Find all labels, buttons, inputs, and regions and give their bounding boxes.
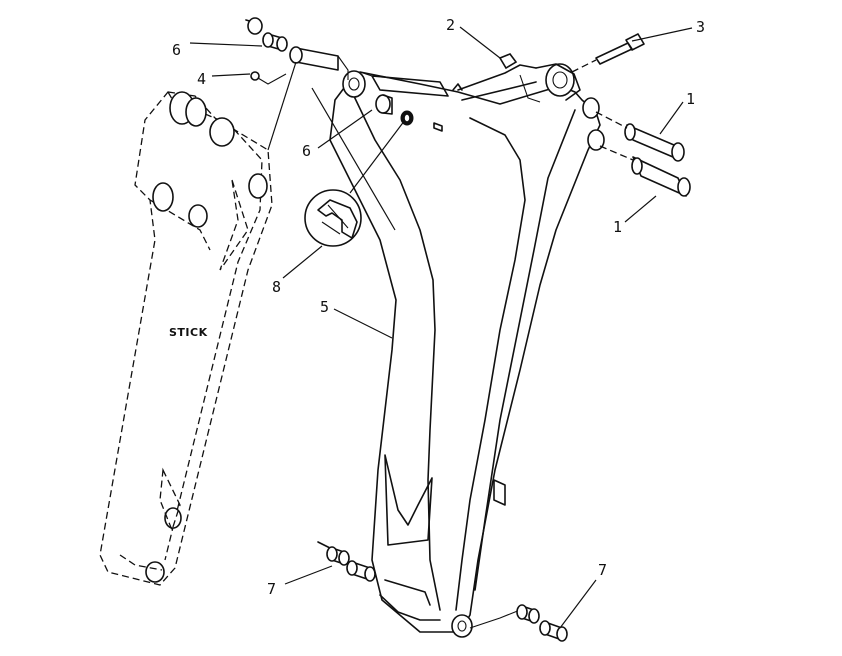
bushing-7-right	[469, 604, 568, 642]
stick-assembly	[99, 91, 273, 586]
callout-1-upper: 1	[686, 90, 695, 108]
bushing-7-left	[317, 541, 376, 582]
leader-lines	[189, 26, 693, 629]
callout-7-left: 7	[267, 580, 276, 598]
callout-3: 3	[696, 18, 705, 36]
callout-2: 2	[446, 16, 455, 34]
top-link	[457, 64, 541, 103]
pin-1-lower	[631, 156, 691, 197]
stick-label: STICK	[169, 326, 208, 339]
detail-view-8	[304, 119, 406, 247]
callout-6-center: 6	[302, 142, 311, 160]
callout-5: 5	[320, 298, 329, 316]
bolt-3	[571, 33, 645, 73]
pin-1-upper	[624, 123, 685, 162]
callout-7-right: 7	[598, 561, 607, 579]
bushing-6-center	[375, 94, 443, 132]
bushing-6-upper	[245, 17, 288, 52]
callout-8: 8	[272, 278, 281, 296]
pin-1-lower-axis	[599, 145, 634, 161]
callout-6-upper: 6	[172, 41, 181, 59]
callout-1-lower: 1	[613, 218, 622, 236]
pin-1-upper-axis	[595, 111, 628, 129]
grease-fitting-4	[250, 71, 287, 85]
nut-2	[498, 53, 518, 70]
callout-4: 4	[197, 70, 206, 88]
boom-assembly	[289, 46, 605, 638]
